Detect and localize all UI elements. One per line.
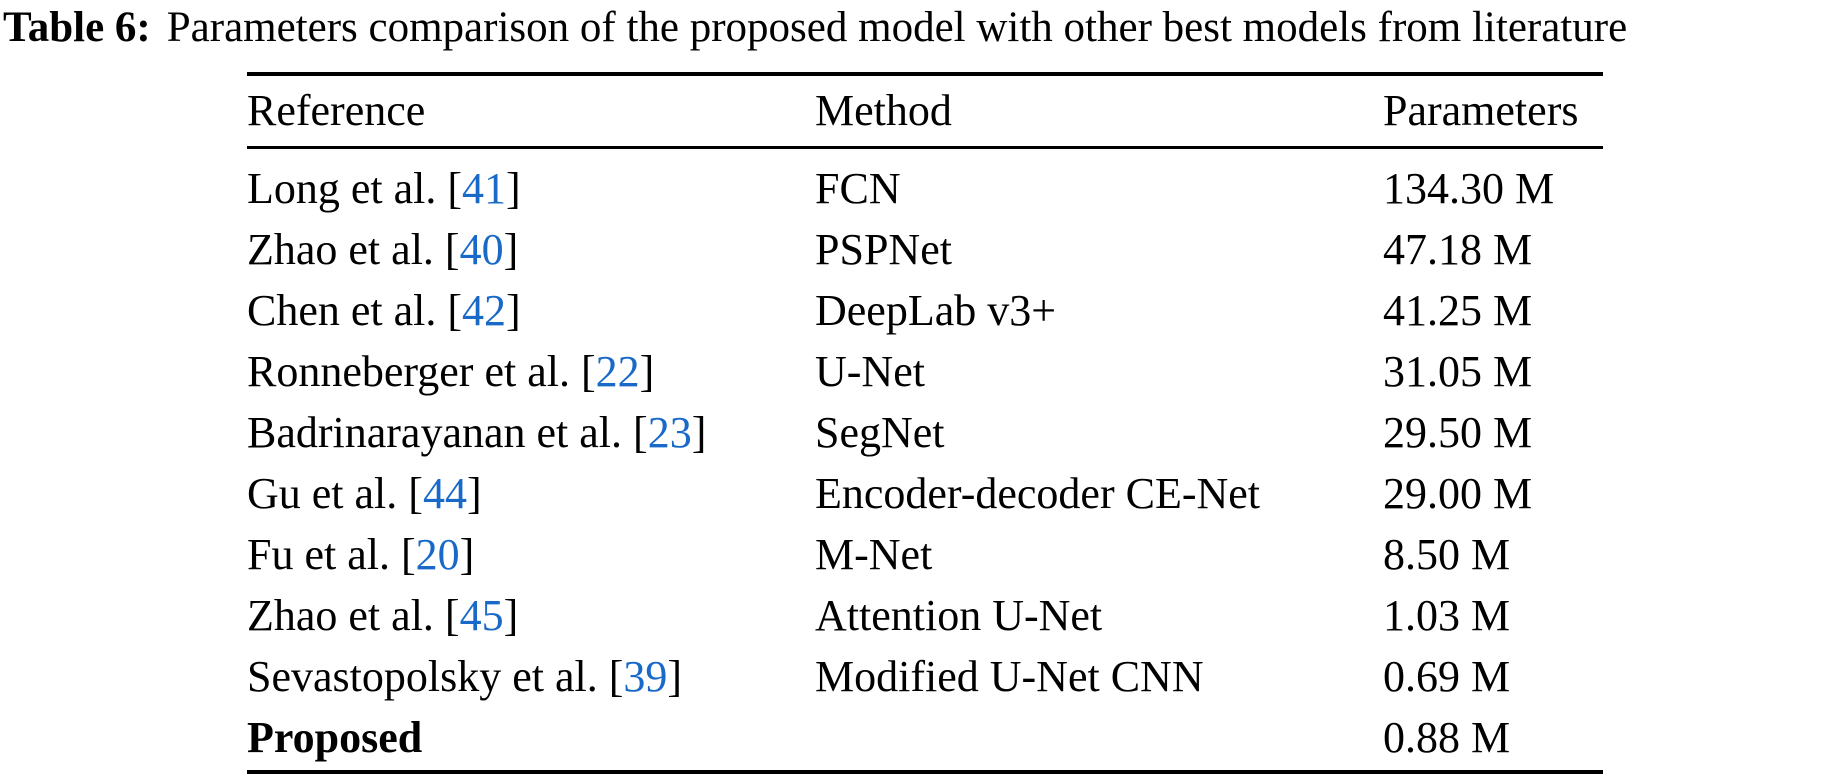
parameters-comparison-table: Reference Method Parameters Long et al. … bbox=[247, 72, 1603, 774]
method-cell: SegNet bbox=[815, 408, 945, 457]
column-header-parameters: Parameters bbox=[1383, 86, 1579, 135]
citation-close-bracket: ] bbox=[667, 652, 683, 701]
reference-cell: Sevastopolsky et al. [39] bbox=[247, 646, 815, 707]
parameters-cell: 41.25 M bbox=[1383, 286, 1533, 335]
reference-cell: Zhao et al. [45] bbox=[247, 585, 815, 646]
citation-link[interactable]: 39 bbox=[623, 652, 668, 701]
parameters-cell: 0.88 M bbox=[1383, 713, 1511, 762]
reference-cell: Proposed bbox=[247, 707, 815, 768]
reference-cell: Long et al. [41] bbox=[247, 158, 815, 219]
reference-text: Proposed bbox=[247, 713, 423, 762]
citation-open-bracket: [ bbox=[569, 347, 596, 396]
reference-text: Fu et al. bbox=[247, 530, 390, 579]
reference-text: Zhao et al. bbox=[247, 225, 434, 274]
citation-link[interactable]: 41 bbox=[462, 164, 507, 213]
method-cell: Modified U-Net CNN bbox=[815, 652, 1204, 701]
reference-text: Chen et al. bbox=[247, 286, 437, 335]
reference-text: Gu et al. bbox=[247, 469, 398, 518]
citation-open-bracket: [ bbox=[436, 164, 463, 213]
table-caption-label: Table 6: bbox=[3, 4, 151, 51]
parameters-cell: 29.50 M bbox=[1383, 408, 1533, 457]
parameters-cell: 1.03 M bbox=[1383, 591, 1511, 640]
citation-open-bracket: [ bbox=[433, 225, 460, 274]
citation-close-bracket: ] bbox=[691, 408, 707, 457]
reference-text: Sevastopolsky et al. bbox=[247, 652, 598, 701]
reference-cell: Gu et al. [44] bbox=[247, 463, 815, 524]
reference-cell: Badrinarayanan et al. [23] bbox=[247, 402, 815, 463]
reference-text: Badrinarayanan et al. bbox=[247, 408, 623, 457]
citation-open-bracket: [ bbox=[622, 408, 648, 457]
method-cell: PSPNet bbox=[815, 225, 952, 274]
citation-open-bracket: [ bbox=[597, 652, 624, 701]
citation-link[interactable]: 44 bbox=[422, 469, 467, 518]
table-row: Chen et al. [42]DeepLab v3+41.25 M bbox=[247, 280, 1603, 341]
reference-text: Zhao et al. bbox=[247, 591, 434, 640]
citation-open-bracket: [ bbox=[389, 530, 416, 579]
citation-open-bracket: [ bbox=[433, 591, 460, 640]
parameters-cell: 29.00 M bbox=[1383, 469, 1533, 518]
reference-cell: Ronneberger et al. [22] bbox=[247, 341, 815, 402]
table-row: Sevastopolsky et al. [39]Modified U-Net … bbox=[247, 646, 1603, 707]
method-cell: U-Net bbox=[815, 347, 925, 396]
reference-text: Long et al. bbox=[247, 164, 437, 213]
citation-close-bracket: ] bbox=[503, 591, 519, 640]
reference-cell: Chen et al. [42] bbox=[247, 280, 815, 341]
citation-close-bracket: ] bbox=[506, 164, 521, 213]
citation-open-bracket: [ bbox=[397, 469, 423, 518]
parameters-cell: 8.50 M bbox=[1383, 530, 1511, 579]
citation-open-bracket: [ bbox=[436, 286, 463, 335]
citation-close-bracket: ] bbox=[466, 469, 482, 518]
parameters-cell: 0.69 M bbox=[1383, 652, 1511, 701]
table-row: Proposed 0.88 M bbox=[247, 707, 1603, 768]
reference-cell: Zhao et al. [40] bbox=[247, 219, 815, 280]
table-caption: Table 6: Parameters comparison of the pro… bbox=[3, 0, 1627, 56]
parameters-cell: 31.05 M bbox=[1383, 347, 1533, 396]
column-header-method: Method bbox=[815, 86, 952, 135]
reference-text: Ronneberger et al. bbox=[247, 347, 570, 396]
citation-link[interactable]: 23 bbox=[647, 408, 692, 457]
citation-link[interactable]: 40 bbox=[459, 225, 504, 274]
table-caption-text: Parameters comparison of the proposed mo… bbox=[166, 4, 1628, 51]
column-header-reference: Reference bbox=[247, 86, 426, 135]
method-cell: FCN bbox=[815, 164, 901, 213]
citation-link[interactable]: 45 bbox=[459, 591, 504, 640]
citation-close-bracket: ] bbox=[459, 530, 475, 579]
method-cell: DeepLab v3+ bbox=[815, 286, 1057, 335]
citation-close-bracket: ] bbox=[503, 225, 519, 274]
method-cell: Attention U-Net bbox=[815, 591, 1103, 640]
citation-link[interactable]: 20 bbox=[415, 530, 460, 579]
method-cell bbox=[815, 707, 1383, 768]
method-cell: Encoder-decoder CE-Net bbox=[815, 469, 1261, 518]
citation-close-bracket: ] bbox=[506, 286, 521, 335]
citation-link[interactable]: 22 bbox=[595, 347, 640, 396]
citation-close-bracket: ] bbox=[639, 347, 655, 396]
citation-link[interactable]: 42 bbox=[462, 286, 507, 335]
parameters-cell: 47.18 M bbox=[1383, 225, 1533, 274]
reference-cell: Fu et al. [20] bbox=[247, 524, 815, 585]
parameters-cell: 134.30 M bbox=[1383, 164, 1555, 213]
method-cell: M-Net bbox=[815, 530, 933, 579]
table-header-row: Reference Method Parameters bbox=[247, 76, 1603, 149]
